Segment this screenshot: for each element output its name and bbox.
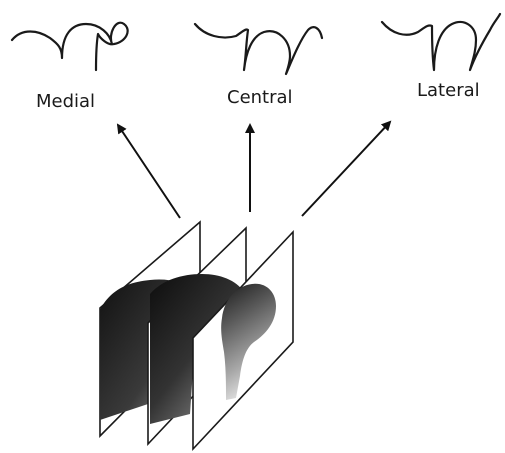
medial-profile-curve (12, 23, 128, 70)
medial-label: Medial (36, 91, 95, 112)
arrow-to-medial (118, 125, 180, 218)
lateral-profile-curve (382, 14, 500, 70)
lateral-label: Lateral (417, 80, 480, 101)
arrow-to-lateral (302, 122, 390, 216)
central-profile-curve (195, 24, 322, 74)
central-label: Central (227, 87, 293, 108)
